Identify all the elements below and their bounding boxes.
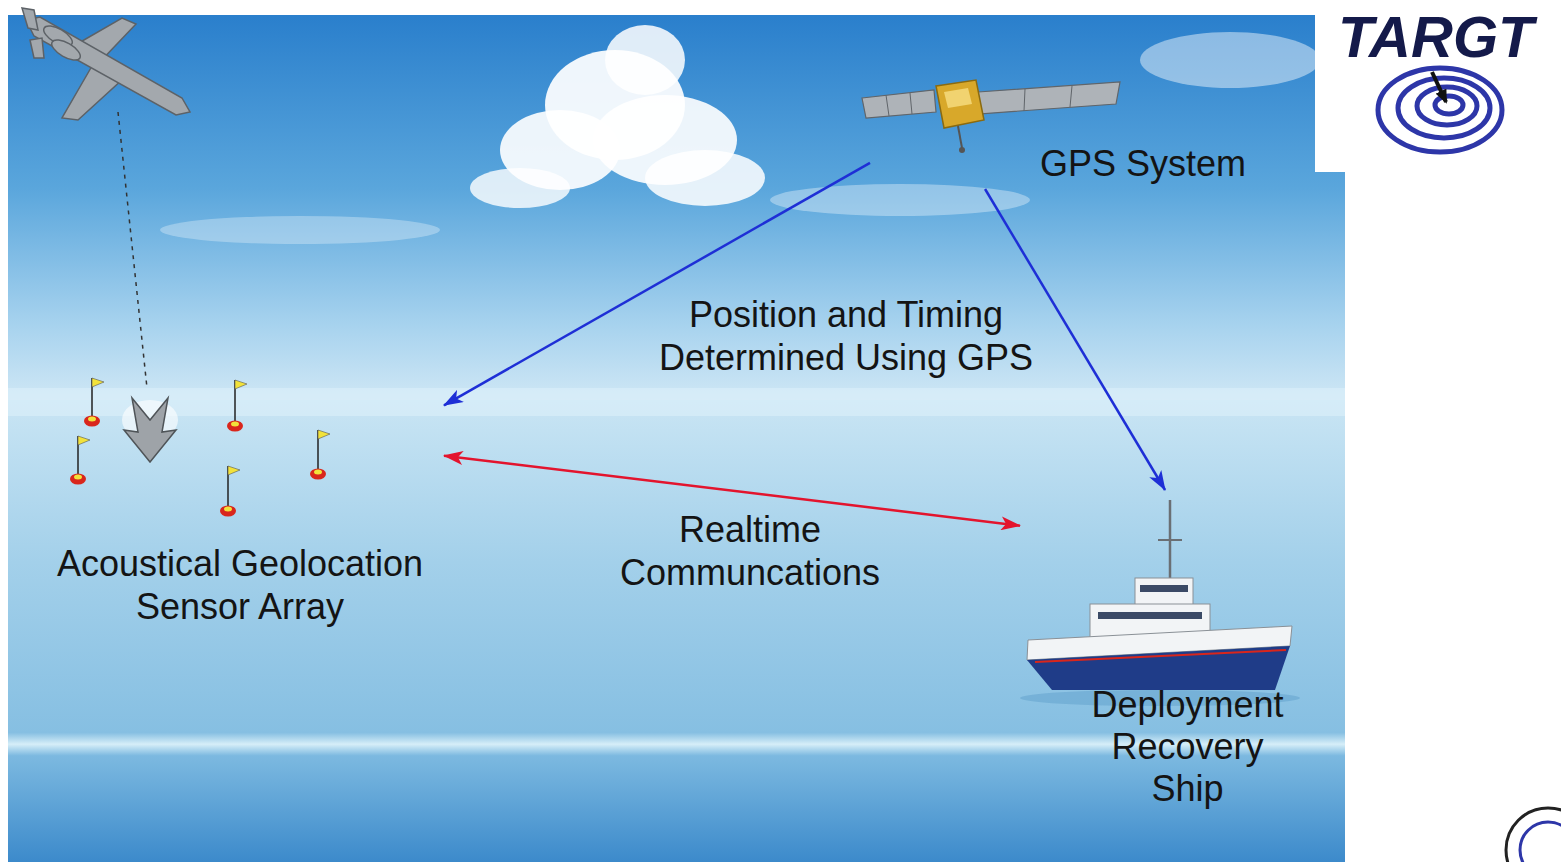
- seal: [1506, 808, 1561, 862]
- logo-spiral: [1378, 68, 1502, 152]
- panel-grid: [886, 95, 889, 116]
- buoy-top: [88, 417, 96, 422]
- buoy: [310, 430, 330, 480]
- buoy-flag: [228, 466, 240, 475]
- sensor-dart: [124, 398, 176, 462]
- aircraft: [22, 8, 190, 120]
- buoy-top: [224, 507, 232, 512]
- spiral-ring: [1417, 87, 1477, 125]
- buoy-flag: [92, 378, 104, 387]
- logo-arrow: [1432, 72, 1446, 102]
- buoy-flag: [235, 380, 247, 389]
- satellite-antenna: [958, 126, 962, 148]
- satellite-highlight: [944, 88, 972, 108]
- solar-panel: [862, 90, 936, 118]
- ship-bridge: [1135, 578, 1193, 606]
- buoy: [227, 380, 247, 432]
- aircraft-fuselage: [26, 17, 190, 115]
- buoy-float: [227, 421, 243, 432]
- ship-mast: [1158, 539, 1182, 541]
- cloud-puff: [160, 216, 440, 244]
- ship-windows: [1140, 585, 1188, 592]
- buoy-top: [74, 475, 82, 480]
- margin-ground: [1345, 0, 1561, 862]
- buoy-float: [84, 416, 100, 427]
- panel-grid: [1070, 86, 1072, 107]
- ship-hull: [1027, 646, 1290, 690]
- cloud: [160, 25, 1320, 244]
- buoy-top: [314, 470, 322, 475]
- node-label: GPS System: [1040, 142, 1256, 185]
- satellite-antenna: [959, 147, 965, 153]
- aircraft-tail: [30, 38, 44, 58]
- sea: [8, 400, 1345, 862]
- node-label: Acoustical Geolocation Sensor Array: [40, 542, 440, 628]
- buoy-flag: [318, 430, 330, 439]
- buoy: [220, 466, 240, 517]
- logo-text: TARGT: [1338, 4, 1553, 70]
- buoy-float: [220, 506, 236, 517]
- spiral-ring: [1435, 96, 1463, 114]
- ship-windows: [1098, 612, 1202, 619]
- ship-stripe: [1035, 650, 1286, 662]
- solar-panel: [978, 82, 1120, 114]
- aircraft-tail: [22, 8, 38, 30]
- aircraft-engine: [49, 36, 84, 64]
- annotation: Position and Timing Determined Using GPS: [641, 293, 1051, 379]
- buoy: [70, 436, 90, 485]
- edge-label: Realtime Communcations: [605, 508, 895, 594]
- buoy-float: [70, 474, 86, 485]
- dropped-sensor: [122, 398, 178, 462]
- drop-path: [118, 112, 147, 388]
- ship-mast: [1169, 500, 1172, 585]
- buoy-float: [310, 469, 326, 480]
- ship: [1020, 500, 1300, 706]
- panel-grid: [910, 93, 912, 114]
- gps-satellite: [862, 80, 1120, 153]
- seal-ring: [1520, 822, 1561, 862]
- spiral-ring: [1378, 68, 1502, 152]
- buoy: [84, 378, 104, 427]
- horizon-haze: [8, 388, 1345, 416]
- node-label: Deployment Recovery Ship: [1080, 684, 1295, 810]
- cloud-puff: [1140, 32, 1320, 88]
- seal-ring: [1506, 808, 1561, 862]
- cloud-puff: [605, 25, 685, 95]
- satellite-body: [936, 80, 984, 128]
- satellite-node: GPS System: [870, 70, 1260, 189]
- spiral-ring: [1398, 78, 1490, 138]
- panel-grid: [1024, 89, 1025, 111]
- sensor-array-node: Acoustical Geolocation Sensor Array: [40, 370, 444, 632]
- cloud-puff: [470, 168, 570, 208]
- buoy-top: [231, 422, 239, 427]
- buoy-flag: [78, 436, 90, 445]
- sky: [8, 15, 1345, 405]
- cloud-puff: [645, 150, 765, 206]
- ship-node: Deployment Recovery Ship: [1020, 490, 1300, 820]
